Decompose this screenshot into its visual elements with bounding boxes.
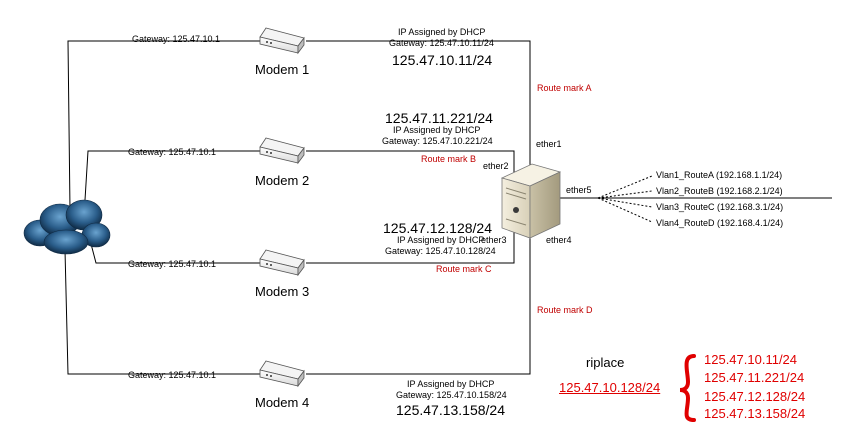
dhcp-note-3: IP Assigned by DHCP	[397, 235, 485, 245]
vlan-4-label: Vlan4_RouteD (192.168.4.1/24)	[656, 218, 784, 228]
vlan-2-label: Vlan2_RouteB (192.168.2.1/24)	[656, 186, 783, 196]
modem-1-icon	[259, 27, 305, 55]
dhcp-note-1: IP Assigned by DHCP	[398, 27, 486, 37]
gateway-left-2: Gateway: 125.47.10.1	[128, 147, 217, 157]
modem-3-label: Modem 3	[255, 284, 310, 299]
modem-4-icon	[259, 360, 305, 388]
port-ether3-label: ether3	[481, 235, 507, 245]
route-mark-c: Route mark C	[436, 264, 492, 274]
port-ether1-label: ether1	[536, 139, 562, 149]
gateway-right-3: Gateway: 125.47.10.128/24	[385, 246, 496, 256]
ip-address-3: 125.47.12.128/24	[383, 220, 492, 236]
replace-from-ip: 125.47.10.128/24	[559, 380, 661, 395]
replace-target-2: 125.47.11.221/24	[704, 370, 805, 385]
port-ether5-label: ether5	[566, 185, 592, 195]
vlan-links	[560, 175, 832, 223]
replace-target-4: 125.47.13.158/24	[704, 406, 806, 421]
gateway-left-1: Gateway: 125.47.10.1	[132, 34, 221, 44]
modem-4-label: Modem 4	[255, 395, 310, 410]
gateway-right-1: Gateway: 125.47.10.11/24	[389, 38, 494, 48]
vlan-1-label: Vlan1_RouteA (192.168.1.1/24)	[656, 170, 783, 180]
replace-brace-icon	[679, 354, 696, 422]
modem-2-icon	[259, 137, 305, 165]
ip-address-4: 125.47.13.158/24	[396, 402, 505, 418]
gateway-right-2: Gateway: 125.47.10.221/24	[382, 136, 493, 146]
internet-cloud-icon	[23, 199, 111, 255]
replace-label: riplace	[586, 355, 625, 370]
route-mark-a: Route mark A	[537, 83, 592, 93]
route-mark-d: Route mark D	[537, 305, 593, 315]
dhcp-note-4: IP Assigned by DHCP	[407, 379, 495, 389]
ip-address-1: 125.47.10.11/24	[392, 52, 493, 68]
ip-address-2: 125.47.11.221/24	[385, 110, 493, 126]
port-ether4-label: ether4	[546, 235, 572, 245]
router-server-icon	[500, 163, 562, 239]
gateway-left-4: Gateway: 125.47.10.1	[128, 370, 217, 380]
replace-target-3: 125.47.12.128/24	[704, 389, 806, 404]
modem-3-icon	[259, 249, 305, 277]
replace-target-1: 125.47.10.11/24	[704, 352, 798, 367]
port-ether2-label: ether2	[483, 161, 509, 171]
gateway-left-3: Gateway: 125.47.10.1	[128, 259, 217, 269]
modem-1-label: Modem 1	[255, 62, 310, 77]
gateway-right-4: Gateway: 125.47.10.158/24	[396, 390, 507, 400]
modem-2-label: Modem 2	[255, 173, 310, 188]
cloud-connectors	[64, 40, 260, 375]
uplink-lines	[306, 40, 531, 375]
route-mark-b: Route mark B	[421, 154, 477, 164]
vlan-3-label: Vlan3_RouteC (192.168.3.1/24)	[656, 202, 784, 212]
dhcp-note-2: IP Assigned by DHCP	[393, 125, 481, 135]
